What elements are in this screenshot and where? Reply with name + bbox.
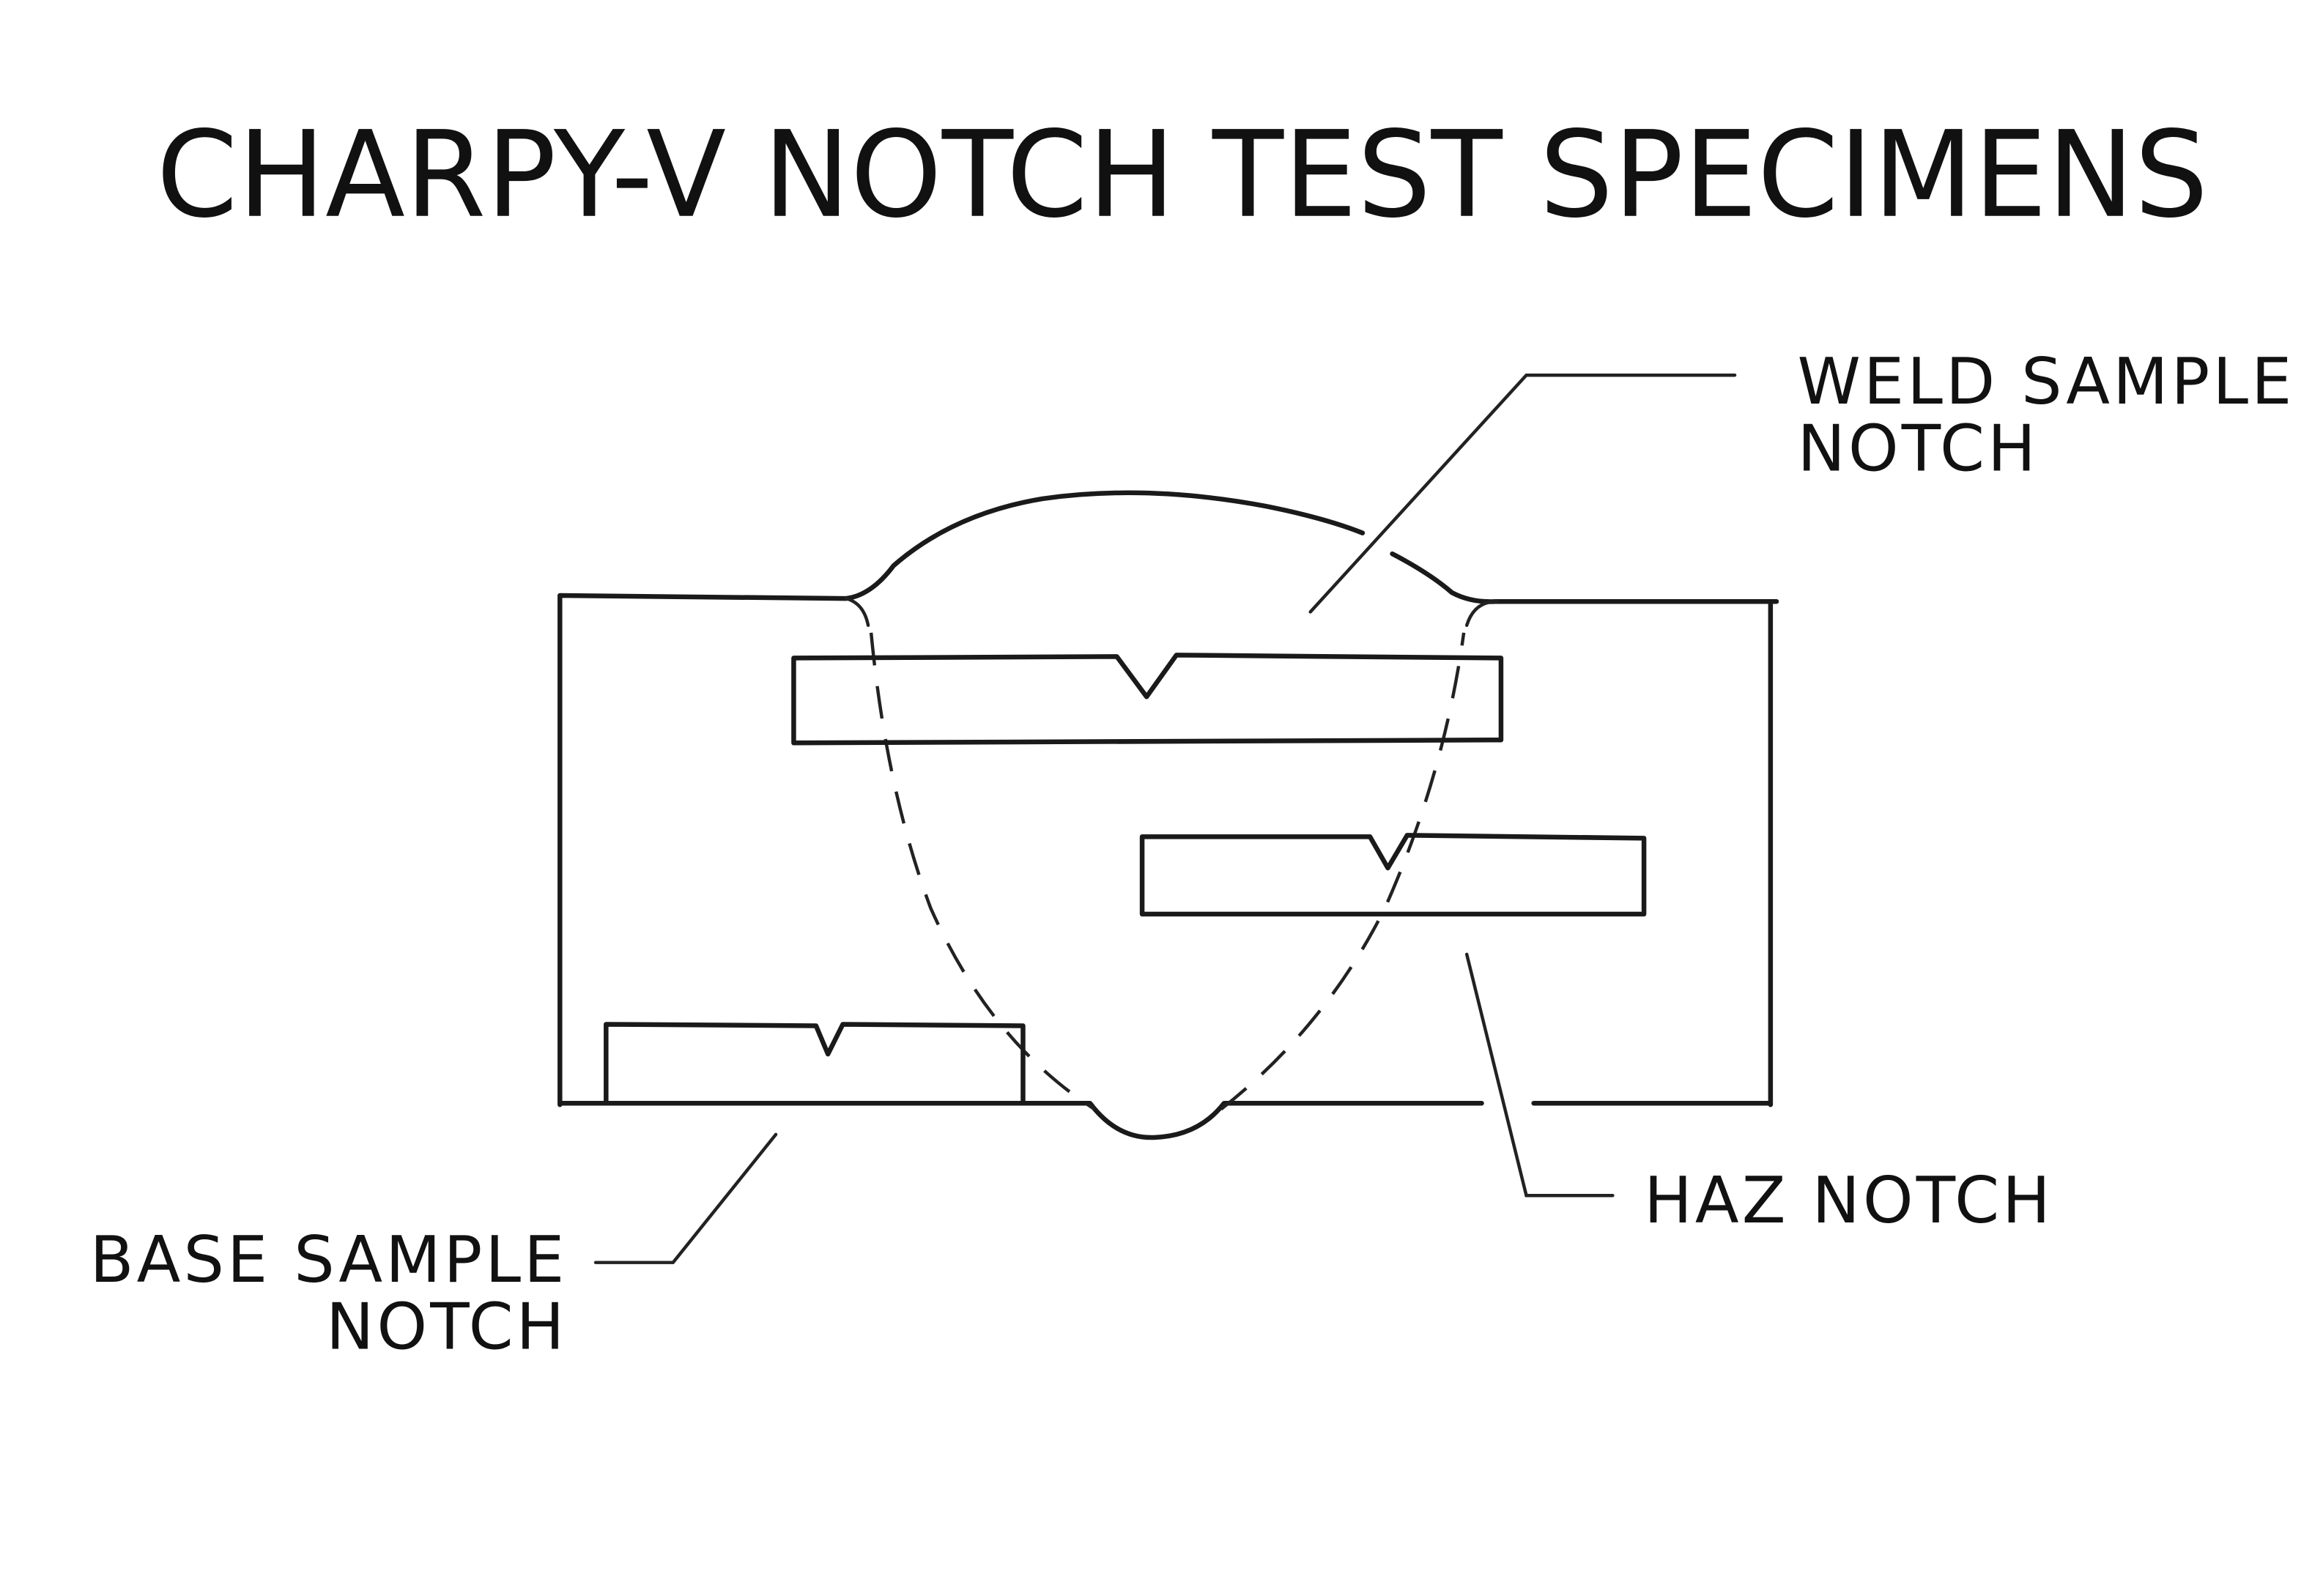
base-leader-line	[593, 1132, 778, 1264]
weld-plate	[557, 490, 1779, 1140]
haz-label: HAZ NOTCH	[1644, 1163, 2053, 1238]
fillet-left	[844, 596, 870, 627]
weld-label-line1: WELD SAMPLE	[1797, 344, 2294, 419]
plate-outline-left	[557, 490, 1366, 1107]
haz-specimen	[1139, 833, 1647, 917]
base-label-line2: NOTCH	[326, 1290, 567, 1365]
plate-bottom	[557, 1100, 1774, 1140]
weld-leader-line	[1308, 373, 1737, 614]
base-specimen	[604, 1022, 1026, 1106]
weld-label-line2: NOTCH	[1797, 411, 2038, 486]
haz-leader-line	[1464, 952, 1615, 1198]
plate-outline-right	[1390, 551, 1779, 1107]
base-label-line1: BASE SAMPLE	[90, 1222, 568, 1297]
fillet-right	[1464, 599, 1499, 627]
fusion-line	[869, 632, 1466, 1111]
diagram-title: CHARPY-V NOTCH TEST SPECIMENS	[156, 106, 2208, 245]
weld-specimen	[791, 653, 1504, 746]
